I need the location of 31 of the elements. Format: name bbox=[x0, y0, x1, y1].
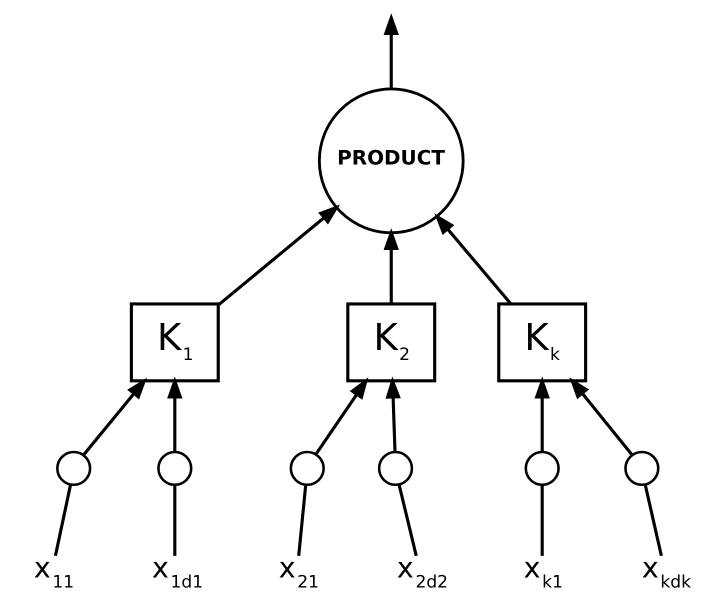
arrow bbox=[569, 377, 634, 456]
node-box: K$_{k}$ bbox=[497, 302, 588, 382]
connector bbox=[297, 484, 308, 556]
node-circle bbox=[290, 450, 325, 486]
node-circle bbox=[56, 450, 92, 486]
node-circle bbox=[378, 450, 414, 486]
connector bbox=[54, 484, 72, 556]
arrow bbox=[434, 213, 512, 305]
node-box: K$_{1}$ bbox=[130, 302, 220, 382]
node-box: K$_{2}$ bbox=[346, 302, 436, 382]
node-text: x$_{k1}$ bbox=[524, 551, 563, 592]
arrow bbox=[534, 376, 550, 452]
arrow bbox=[218, 204, 340, 306]
connector bbox=[173, 484, 176, 556]
arrow bbox=[384, 13, 399, 89]
node-text: x$_{11}$ bbox=[34, 551, 74, 592]
connector bbox=[540, 484, 544, 556]
connector bbox=[398, 484, 418, 556]
arrow bbox=[82, 378, 148, 456]
node-text: x$_{1d1}$ bbox=[152, 551, 204, 592]
node-circle bbox=[157, 450, 192, 486]
node-circle bbox=[624, 450, 660, 486]
connector bbox=[644, 484, 663, 556]
arrow bbox=[314, 377, 368, 456]
node-circle bbox=[524, 450, 560, 486]
arrow bbox=[385, 376, 401, 452]
node-text: x$_{2d2}$ bbox=[396, 551, 448, 592]
arrow bbox=[384, 228, 399, 304]
node-text: x$_{kdk}$ bbox=[642, 551, 692, 592]
node-text: x$_{21}$ bbox=[278, 551, 320, 592]
arrow bbox=[167, 376, 182, 452]
